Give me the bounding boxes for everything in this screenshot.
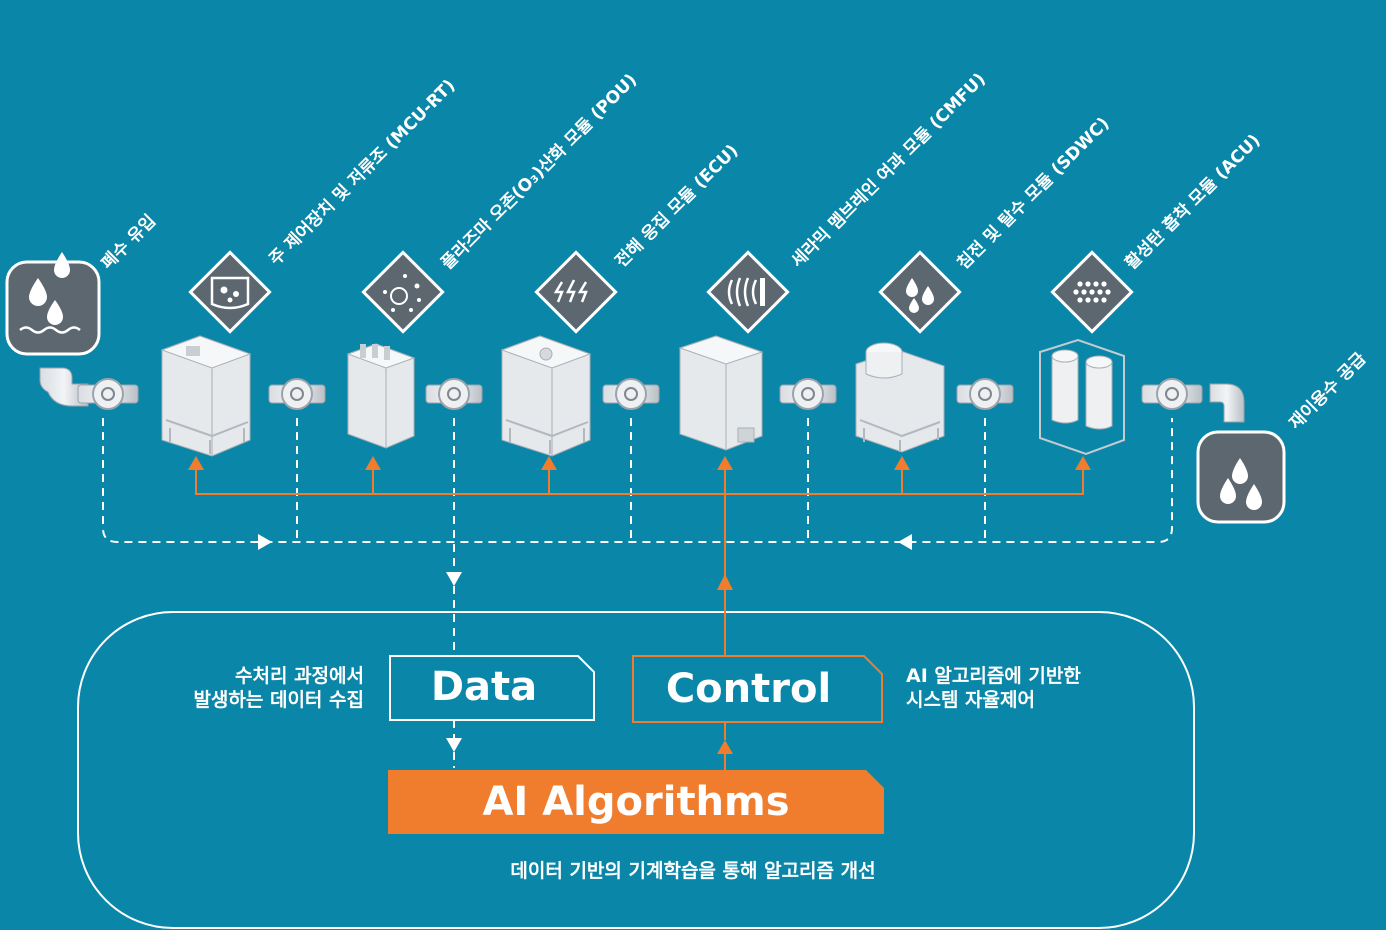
ai-algorithms-label: AI Algorithms [482, 779, 790, 825]
valve-icon [602, 378, 660, 410]
ai-algorithms-box [388, 770, 884, 834]
sdwc-module [855, 342, 945, 453]
valve-icon [779, 378, 837, 410]
mcu-rt-module [160, 335, 252, 457]
reuse-water-drops-icon [1196, 430, 1286, 524]
wastewater-drops-icon [5, 252, 101, 356]
control-caption-line2: 시스템 자율제어 [906, 689, 1035, 711]
data-box [389, 655, 595, 721]
data-caption-line2: 발생하는 데이터 수집 [193, 689, 364, 711]
ecu-module [500, 335, 592, 457]
lightning-icon [534, 250, 618, 334]
valve-icon [77, 378, 139, 410]
valve-icon [268, 378, 326, 410]
control-caption: AI 알고리즘에 기반한 시스템 자율제어 [906, 664, 1081, 712]
control-box-label: Control [665, 666, 832, 712]
pou-module [346, 343, 416, 449]
inlet-pipe-elbow [39, 367, 89, 407]
acu-module [1039, 338, 1125, 456]
control-caption-line1: AI 알고리즘에 기반한 [906, 665, 1081, 687]
valve-icon [956, 378, 1014, 410]
tank-bubbles-icon [188, 250, 272, 334]
control-flow-arrowheads [188, 456, 1091, 754]
valve-icon [1141, 378, 1203, 410]
carbon-dots-icon [1050, 250, 1134, 334]
equipment-modules [160, 335, 1125, 457]
process-icons [188, 250, 1134, 334]
control-box [632, 655, 883, 723]
ozone-icon [361, 250, 445, 334]
data-caption-line1: 수처리 과정에서 [235, 665, 364, 687]
drops-icon [878, 250, 962, 334]
control-flow-lines [195, 468, 1084, 770]
valves [77, 378, 1203, 410]
bottom-caption: 데이터 기반의 기계학습을 통해 알고리즘 개선 [510, 860, 876, 882]
outlet-pipe-elbow [1209, 383, 1245, 423]
data-box-label: Data [430, 664, 538, 710]
data-caption: 수처리 과정에서 발생하는 데이터 수집 [193, 664, 364, 712]
data-flow-arrowheads [258, 534, 912, 752]
membrane-waves-icon [706, 250, 790, 334]
cmfu-module [678, 335, 764, 451]
ai-system-frame [77, 611, 1195, 929]
valve-icon [425, 378, 483, 410]
